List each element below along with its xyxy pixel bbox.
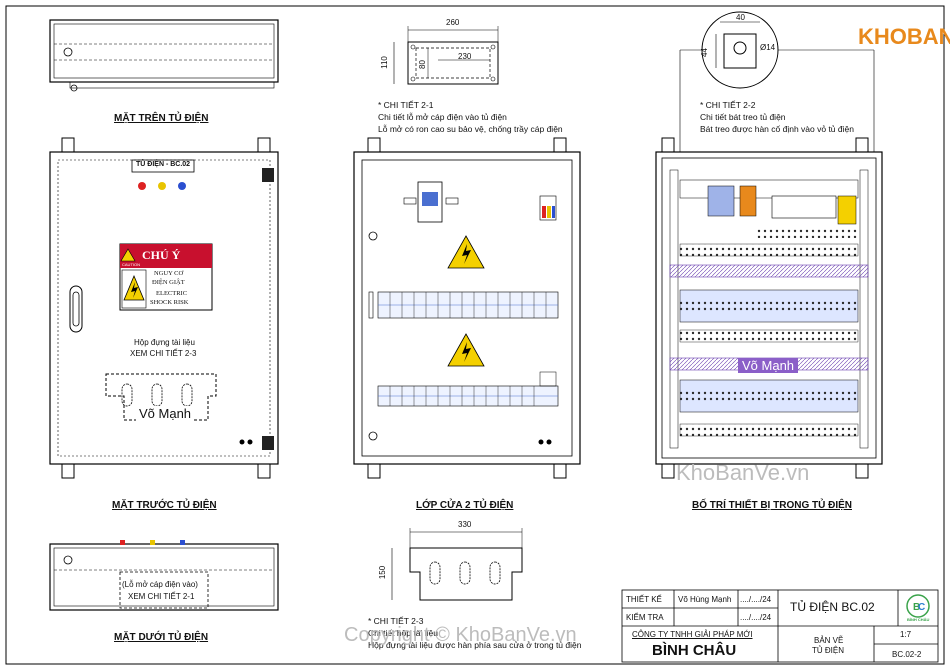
door2-view-cabinet <box>353 137 581 479</box>
layout-view-title: BỐ TRÍ THIẾT BỊ TRONG TỦ ĐIỆN <box>692 500 852 511</box>
svg-text:C: C <box>918 602 925 613</box>
caution-badge: CAUTION <box>122 262 140 267</box>
watermark-site: KhoBanVe.vn <box>676 460 810 485</box>
drawing-title: TỦ ĐIỆN BC.02 <box>790 600 875 614</box>
detail-2-1-title: * CHI TIẾT 2-1 <box>378 100 434 110</box>
top-view-cabinet <box>49 19 279 92</box>
bottom-view-title: MẶT DƯỚI TỦ ĐIỆN <box>114 632 209 643</box>
door2-view-title: LỚP CỬA 2 TỦ ĐIỆN <box>416 500 514 511</box>
detail-2-1-inner-dim: 230 <box>458 52 472 61</box>
detail-2-1-inner-height-dim: 80 <box>417 60 427 69</box>
front-view-cabinet <box>49 137 279 479</box>
detail-2-1-line-1: Chi tiết lỗ mở cáp điện vào tủ điện <box>378 112 507 122</box>
sheet-label-1: BẢN VẼ <box>814 636 844 645</box>
designer-date: ..../..../24 <box>740 595 772 604</box>
detail-2-1-drawing <box>393 26 499 85</box>
scale-value: 1:7 <box>900 630 912 639</box>
detail-2-3-height-dim: 150 <box>378 565 388 580</box>
detail-2-3-title: * CHI TIẾT 2-3 <box>368 616 424 626</box>
company-name: BÌNH CHÂU <box>652 642 737 659</box>
detail-2-2-width-dim: 40 <box>736 13 745 22</box>
front-view-title: MẶT TRƯỚC TỦ ĐIỆN <box>112 500 217 511</box>
designer-label: THIẾT KẾ <box>626 595 662 604</box>
detail-2-3-drawing <box>391 528 523 601</box>
layout-view-cabinet <box>655 137 883 479</box>
detail-2-1-height-dim: 110 <box>379 56 389 69</box>
company-logo-icon: B C <box>906 594 930 618</box>
drawing-frame <box>5 5 945 665</box>
detail-2-2-drawing <box>679 11 875 152</box>
svg-text:B: B <box>913 602 920 613</box>
detail-2-2-height-dim: 44 <box>699 48 709 57</box>
document-box-line-2: XEM CHI TIẾT 2-3 <box>130 349 197 358</box>
bottom-view-cabinet <box>49 540 279 611</box>
top-view-title: MẶT TRÊN TỦ ĐIỆN <box>114 113 209 124</box>
watermark-logo: KHOBANVE <box>858 24 950 49</box>
front-signature: Võ Mạnh <box>136 406 195 421</box>
logo-text: BÌNH CHÂU <box>907 617 930 622</box>
checker-label: KIỂM TRA <box>626 613 664 622</box>
caution-line-1: NGUY CƠ <box>154 270 184 277</box>
caution-title: CHÚ Ý <box>142 248 181 262</box>
layout-signature: Võ Mạnh <box>738 358 799 373</box>
caution-line-4: SHOCK RISK <box>150 299 189 306</box>
bottom-note-line-1: (Lỗ mở cáp điện vào) <box>122 580 198 589</box>
detail-2-3-width-dim: 330 <box>458 520 472 529</box>
drawing-number: BC.02-2 <box>892 650 922 659</box>
detail-2-2-diameter-dim: Ø14 <box>760 43 776 52</box>
watermark-copyright: Copyright © KhoBanVe.vn <box>344 624 577 646</box>
caution-line-3: ELECTRIC <box>156 290 188 297</box>
title-block-grid <box>621 589 939 663</box>
cabinet-nameplate: TỦ ĐIỆN - BC.02 <box>136 161 191 168</box>
checker-date: ..../..../24 <box>740 613 772 622</box>
detail-2-1-line-2: Lỗ mở có ron cao su bảo vệ, chống trầy c… <box>378 124 563 134</box>
detail-2-1-width-dim: 260 <box>446 18 460 27</box>
document-box-line-1: Hộp đựng tài liệu <box>134 338 195 347</box>
sheet-label-2: TỦ ĐIỆN <box>812 646 844 655</box>
detail-2-3-line-1: Chi tiết hộp tài liệu <box>368 628 438 638</box>
detail-2-2-line-2: Bát treo được hàn cố định vào vỏ tủ điện <box>700 124 854 134</box>
detail-2-2-line-1: Chi tiết bát treo tủ điện <box>700 112 786 122</box>
detail-2-3-line-2: Hộp đựng tài liệu được hàn phía sau cửa … <box>368 640 582 650</box>
caution-line-2: ĐIỆN GIẬT <box>152 279 185 286</box>
detail-2-2-title: * CHI TIẾT 2-2 <box>700 100 756 110</box>
designer-name: Võ Hùng Mạnh <box>678 595 732 604</box>
company-line: CÔNG TY TNHH GIẢI PHÁP MỚI <box>632 630 753 639</box>
bottom-note-line-2: XEM CHI TIẾT 2-1 <box>128 592 195 601</box>
